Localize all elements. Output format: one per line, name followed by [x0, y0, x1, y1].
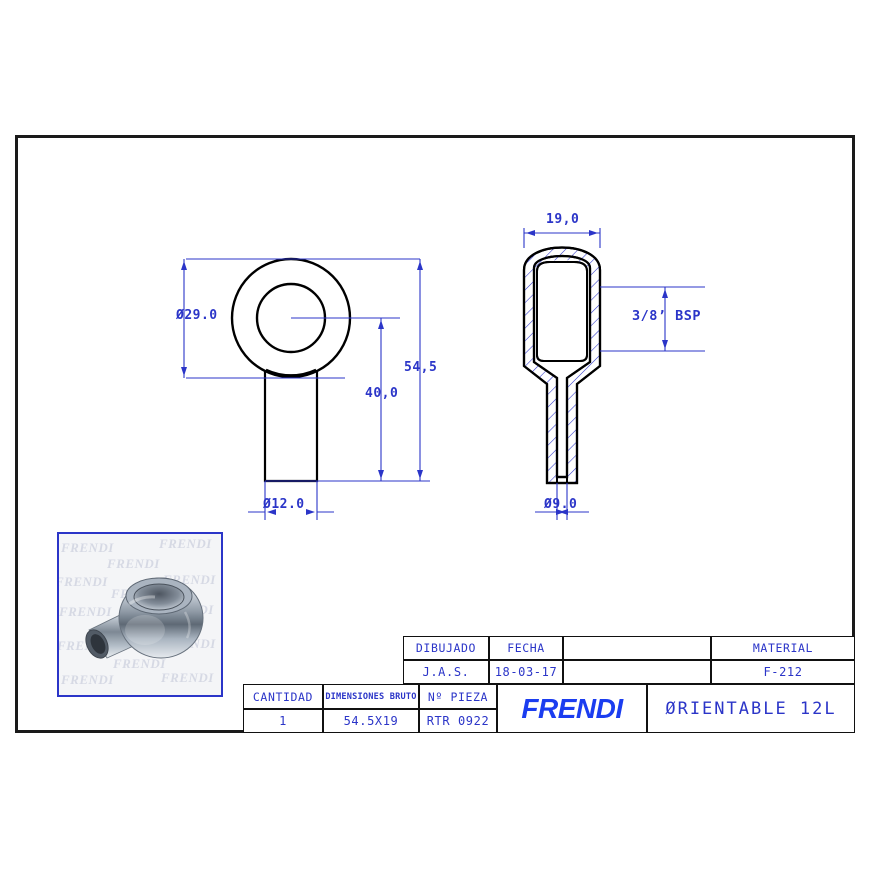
dimension-label-stem-diameter: Ø12.0	[263, 497, 305, 512]
photo-watermark: FRENDI	[59, 604, 112, 619]
photo-watermark: FRENDI	[161, 670, 214, 685]
photo-watermark: FRENDI	[113, 656, 166, 671]
photo-watermark: FRENDI	[61, 540, 114, 555]
section-view-outline	[522, 246, 602, 485]
title-block: DIBUJADO FECHA . MATERIAL J.A.S. 18-03-1…	[243, 636, 855, 733]
title-block-value-cantidad: 1	[243, 709, 323, 733]
section-view-dimension-lines	[523, 228, 705, 520]
title-block-spacer-top2: .	[563, 660, 711, 684]
part-description: ØRIENTABLE 12L	[647, 684, 855, 733]
product-photo: FRENDI FRENDI FRENDI FRENDI FRENDI FREND…	[57, 532, 223, 697]
dimension-label-thread-callout: 3/8’ BSP	[632, 308, 702, 324]
title-block-value-numero-pieza: RTR 0922	[419, 709, 497, 733]
dimension-label-outer-diameter: Ø29.0	[176, 308, 218, 323]
title-block-spacer-top: .	[563, 636, 711, 660]
title-block-label-cantidad: CANTIDAD	[243, 684, 323, 709]
front-view-outline	[230, 257, 352, 483]
section-view-outline-overlay	[522, 246, 602, 485]
photo-watermark: FRENDI	[159, 536, 212, 551]
title-block-value-material: F-212	[711, 660, 855, 684]
title-block-label-dimensiones-bruto: DIMENSIONES BRUTO	[323, 684, 419, 709]
front-view-dimension-lines	[181, 258, 430, 520]
dimension-label-center-to-end: 40,0	[365, 386, 399, 401]
title-block-label-material: MATERIAL	[711, 636, 855, 660]
company-logo: FRENDI	[497, 684, 647, 733]
dimension-label-overall-length: 54,5	[404, 360, 438, 375]
title-block-label-numero-pieza: Nº PIEZA	[419, 684, 497, 709]
title-block-value-dimensiones-bruto: 54.5X19	[323, 709, 419, 733]
title-block-value-fecha: 18-03-17	[489, 660, 563, 684]
dimension-label-bore-diameter: Ø9.0	[544, 497, 578, 512]
title-block-label-fecha: FECHA	[489, 636, 563, 660]
photo-watermark: FRENDI	[57, 574, 108, 589]
product-photo-object	[85, 577, 204, 659]
photo-watermark: FRENDI	[107, 556, 160, 571]
title-block-value-dibujado: J.A.S.	[403, 660, 489, 684]
title-block-label-dibujado: DIBUJADO	[403, 636, 489, 660]
dimension-label-body-width: 19,0	[546, 212, 580, 227]
photo-watermark: FRENDI	[61, 672, 114, 687]
